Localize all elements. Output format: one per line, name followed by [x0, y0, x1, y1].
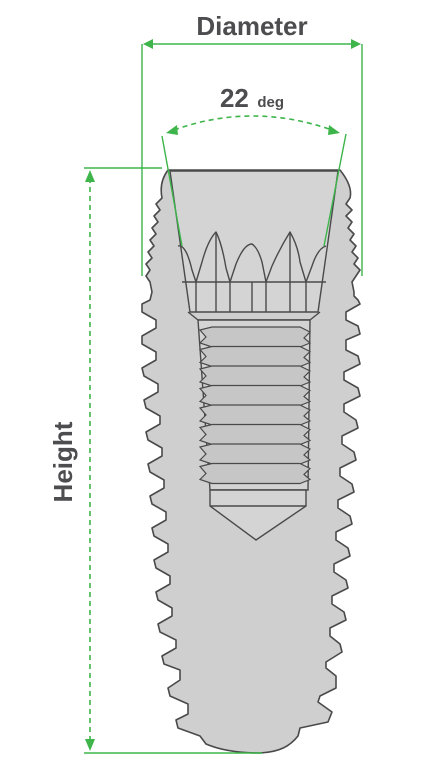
- internal-connection: [169, 170, 339, 321]
- angle-value: 22: [220, 83, 249, 113]
- thread-tooth: [198, 443, 312, 465]
- angle-arrow-right-icon: [328, 125, 340, 135]
- height-arrow-top-icon: [85, 170, 95, 182]
- thread-tooth: [198, 326, 312, 348]
- angle-arrow-left-icon: [166, 125, 178, 135]
- diameter-dimension: Diameter: [141, 11, 363, 276]
- angle-unit: deg: [257, 94, 284, 111]
- height-arrow-bottom-icon: [85, 739, 95, 751]
- height-label: Height: [48, 421, 78, 502]
- height-dimension: Height: [48, 167, 262, 754]
- diameter-label: Diameter: [196, 11, 307, 41]
- thread-tooth: [198, 404, 312, 426]
- thread-tooth: [198, 462, 312, 485]
- thread-tooth: [198, 345, 312, 368]
- thread-tooth: [198, 423, 312, 446]
- angle-label: 22 deg: [220, 83, 284, 113]
- diameter-arrow-left-icon: [143, 39, 153, 49]
- thread-tooth: [198, 365, 312, 387]
- thread-tooth: [198, 384, 312, 407]
- internal-thread: [197, 319, 312, 541]
- taper-angle-dimension: 22 deg: [161, 83, 347, 247]
- diameter-arrow-right-icon: [351, 39, 361, 49]
